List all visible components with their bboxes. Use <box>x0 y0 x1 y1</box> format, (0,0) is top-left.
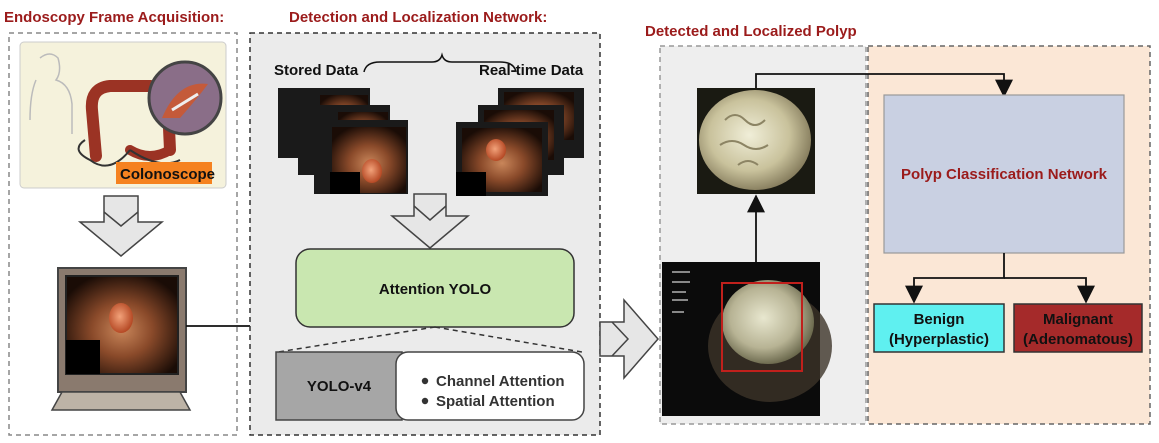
yolo-v4-box <box>275 351 403 421</box>
classification-network-box <box>883 94 1125 254</box>
classification-network-label: Polyp Classification Network <box>901 166 1108 183</box>
yolo-v4-label: YOLO-v4 <box>307 378 372 395</box>
branch-malignant-arrow <box>1004 277 1095 304</box>
colonoscope-tag <box>116 162 212 184</box>
detected-title: Detected and Localized Polyp <box>645 23 857 40</box>
data-brace <box>363 52 517 73</box>
branch-benign-arrow <box>905 253 1005 304</box>
realtime-data-label: Real-time Data <box>479 62 584 79</box>
attention-modules-box <box>395 351 585 421</box>
down-arrow-detection <box>389 193 471 249</box>
spatial-attention-label: Spatial Attention <box>436 393 555 410</box>
colonoscope-label: Colonoscope <box>120 166 215 183</box>
acquisition-title: Endoscopy Frame Acquisition: <box>4 9 224 26</box>
stored-frames-stack <box>278 88 408 194</box>
malignant-box <box>1013 303 1143 353</box>
bounding-box <box>721 282 803 372</box>
detection-title: Detection and Localization Network: <box>289 9 547 26</box>
monitor-stand <box>50 391 192 411</box>
expansion-lines <box>277 326 583 353</box>
stored-data-label: Stored Data <box>274 62 359 79</box>
adenomatous-label: (Adenomatous) <box>1023 331 1133 348</box>
attention-yolo-label: Attention YOLO <box>379 281 492 298</box>
benign-box <box>873 303 1005 353</box>
body-outline <box>29 53 73 134</box>
hyperplastic-label: (Hyperplastic) <box>889 331 989 348</box>
channel-attention-label: Channel Attention <box>436 373 565 390</box>
malignant-label: Malignant <box>1043 311 1113 328</box>
benign-label: Benign <box>914 311 965 328</box>
zoom-to-classifier-connector <box>755 73 1013 98</box>
bullet-channel <box>421 377 429 385</box>
realtime-frames-stack <box>456 88 584 196</box>
bullet-spatial <box>421 397 429 405</box>
